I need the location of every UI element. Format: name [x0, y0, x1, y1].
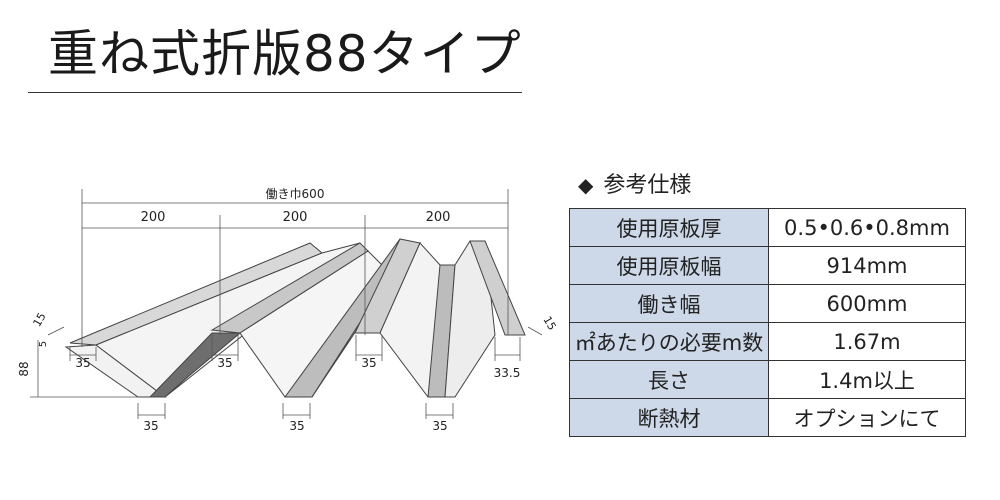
spec-value: 0.5•0.6•0.8mm: [768, 208, 966, 247]
spec-value: 914mm: [768, 246, 966, 285]
spec-label: 使用原板幅: [569, 246, 769, 285]
height-label: 88: [17, 361, 31, 376]
table-row: 使用原板幅 914mm: [569, 246, 966, 285]
table-row: 使用原板厚 0.5•0.6•0.8mm: [569, 208, 966, 247]
spec-label: 断熱材: [569, 398, 769, 437]
spec-heading-text: 参考仕様: [603, 173, 692, 198]
panel-right-edge: [469, 240, 526, 336]
top-width-label-3: 35: [361, 356, 376, 370]
dimension-lines: [30, 189, 543, 419]
spec-label: 使用原板厚: [569, 208, 769, 247]
spec-value: オプションにて: [768, 398, 966, 437]
spec-value: 600mm: [768, 284, 966, 323]
spec-value: 1.67m: [768, 322, 966, 361]
pitch-label-3: 200: [426, 210, 451, 225]
table-row: 働き幅 600mm: [569, 284, 966, 323]
top-width-label-1: 35: [75, 356, 90, 370]
left-edge-label-5: 5: [38, 341, 49, 347]
spec-heading: ◆ 参考仕様: [578, 170, 691, 201]
title-underline: [28, 92, 522, 93]
bottom-width-label-1: 35: [143, 419, 158, 433]
bottom-width-label-2: 35: [289, 419, 304, 433]
spec-value: 1.4m以上: [768, 360, 966, 399]
table-row: ㎡あたりの必要m数 1.67m: [569, 322, 966, 361]
panel-shadow: [148, 332, 242, 398]
pitch-label-1: 200: [141, 210, 166, 225]
total-width-label: 働き巾600: [266, 187, 325, 201]
table-row: 長さ 1.4m以上: [569, 360, 966, 399]
left-edge-label-15: 15: [30, 310, 48, 329]
page-title: 重ね式折版88タイプ: [48, 25, 522, 83]
spec-label: ㎡あたりの必要m数: [569, 322, 769, 361]
top-width-label-2: 35: [217, 356, 232, 370]
spec-label: 働き幅: [569, 284, 769, 323]
right-top-width-label: 33.5: [494, 366, 521, 380]
spec-table: 使用原板厚 0.5•0.6•0.8mm 使用原板幅 914mm 働き幅 600m…: [569, 208, 966, 437]
right-edge-label: 15: [540, 314, 558, 333]
profile-panels: [64, 238, 526, 398]
table-row: 断熱材 オプションにて: [569, 398, 966, 437]
roof-profile-diagram: 働き巾600 200 200 200 88 15 5 15 35 35 35 3…: [17, 187, 559, 433]
pitch-label-2: 200: [283, 210, 308, 225]
diamond-icon: ◆: [578, 173, 594, 197]
bottom-width-label-3: 35: [432, 419, 447, 433]
spec-label: 長さ: [569, 360, 769, 399]
